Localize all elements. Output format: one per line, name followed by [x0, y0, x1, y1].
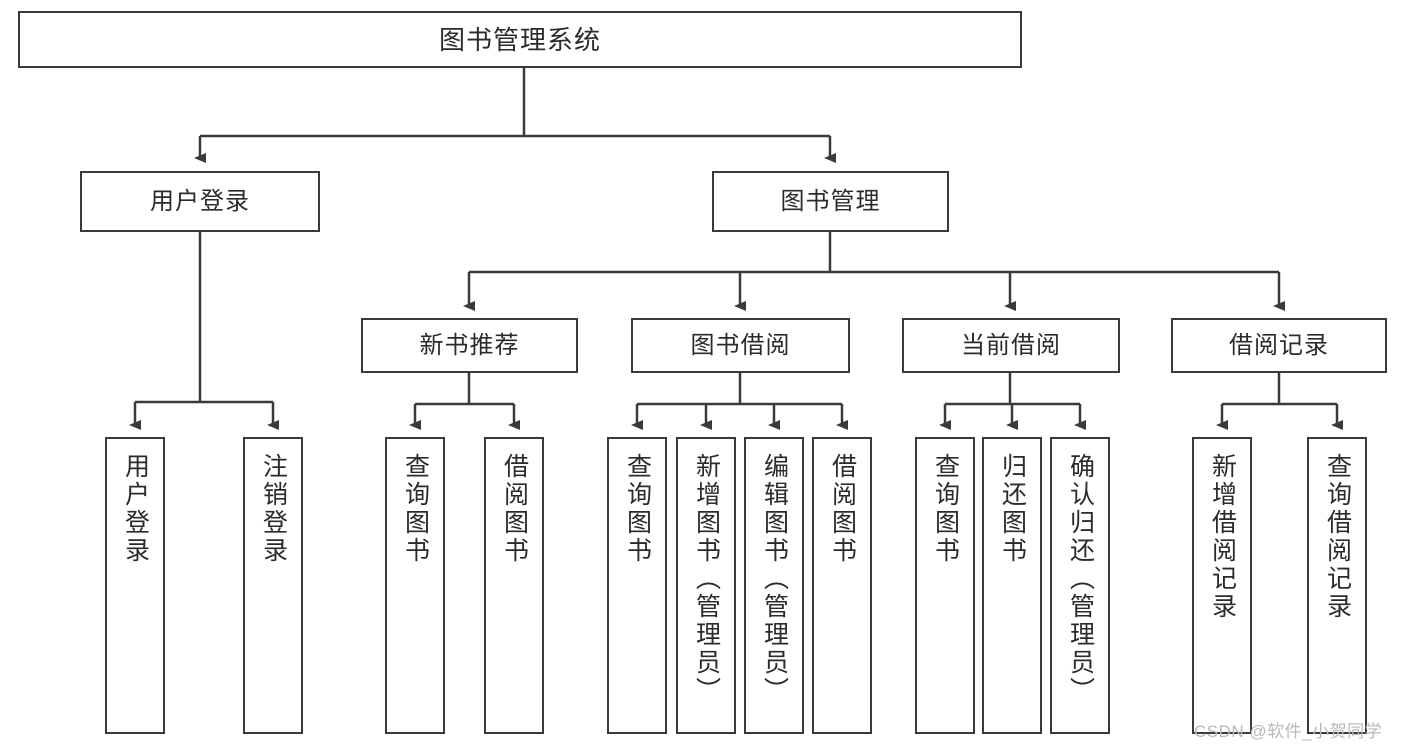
node-leaf-borrow-book-1-label: 借阅图书 — [500, 453, 529, 565]
node-book-borrow[interactable]: 图书借阅 — [631, 318, 850, 373]
node-user-login[interactable]: 用户登录 — [80, 171, 320, 232]
node-borrow-record-label: 借阅记录 — [1229, 331, 1329, 359]
node-book-borrow-label: 图书借阅 — [690, 331, 791, 359]
node-leaf-logout-label: 注销登录 — [259, 453, 288, 565]
node-current-borrow-label: 当前借阅 — [961, 331, 1061, 359]
node-book-manage[interactable]: 图书管理 — [712, 171, 949, 232]
node-leaf-borrow-book-2-label: 借阅图书 — [828, 453, 857, 565]
node-leaf-query-book-3[interactable]: 查询图书 — [915, 437, 975, 734]
node-leaf-edit-book[interactable]: 编辑图书（管理员） — [744, 437, 804, 734]
node-leaf-add-record[interactable]: 新增借阅记录 — [1192, 437, 1252, 734]
node-leaf-borrow-book-2[interactable]: 借阅图书 — [812, 437, 872, 734]
node-leaf-logout[interactable]: 注销登录 — [243, 437, 303, 734]
node-leaf-confirm-return[interactable]: 确认归还（管理员） — [1050, 437, 1110, 734]
node-leaf-query-book-1-label: 查询图书 — [401, 453, 430, 565]
node-leaf-query-record-label: 查询借阅记录 — [1323, 453, 1352, 621]
node-leaf-edit-book-label: 编辑图书（管理员） — [760, 453, 789, 705]
node-leaf-query-book-2[interactable]: 查询图书 — [607, 437, 667, 734]
node-leaf-query-book-1[interactable]: 查询图书 — [385, 437, 445, 734]
node-root-label: 图书管理系统 — [438, 24, 601, 55]
node-current-borrow[interactable]: 当前借阅 — [902, 318, 1120, 373]
node-leaf-confirm-return-label: 确认归还（管理员） — [1066, 453, 1095, 705]
node-leaf-return-book-label: 归还图书 — [998, 453, 1027, 565]
node-leaf-borrow-book-1[interactable]: 借阅图书 — [484, 437, 544, 734]
node-leaf-user-login-label: 用户登录 — [121, 453, 150, 565]
csdn-watermark: CSDN @软件_小贺同学 — [1194, 722, 1383, 741]
node-leaf-query-book-3-label: 查询图书 — [931, 453, 960, 565]
node-leaf-query-record[interactable]: 查询借阅记录 — [1307, 437, 1367, 734]
node-leaf-add-book-label: 新增图书（管理员） — [692, 453, 721, 705]
node-new-book-rec[interactable]: 新书推荐 — [361, 318, 578, 373]
node-root[interactable]: 图书管理系统 — [18, 11, 1022, 68]
node-leaf-add-book[interactable]: 新增图书（管理员） — [676, 437, 736, 734]
node-borrow-record[interactable]: 借阅记录 — [1171, 318, 1387, 373]
node-new-book-rec-label: 新书推荐 — [419, 331, 520, 359]
node-book-manage-label: 图书管理 — [780, 187, 881, 215]
node-leaf-query-book-2-label: 查询图书 — [623, 453, 652, 565]
node-user-login-label: 用户登录 — [150, 187, 250, 215]
node-leaf-add-record-label: 新增借阅记录 — [1208, 453, 1237, 621]
node-leaf-user-login[interactable]: 用户登录 — [105, 437, 165, 734]
node-leaf-return-book[interactable]: 归还图书 — [982, 437, 1042, 734]
